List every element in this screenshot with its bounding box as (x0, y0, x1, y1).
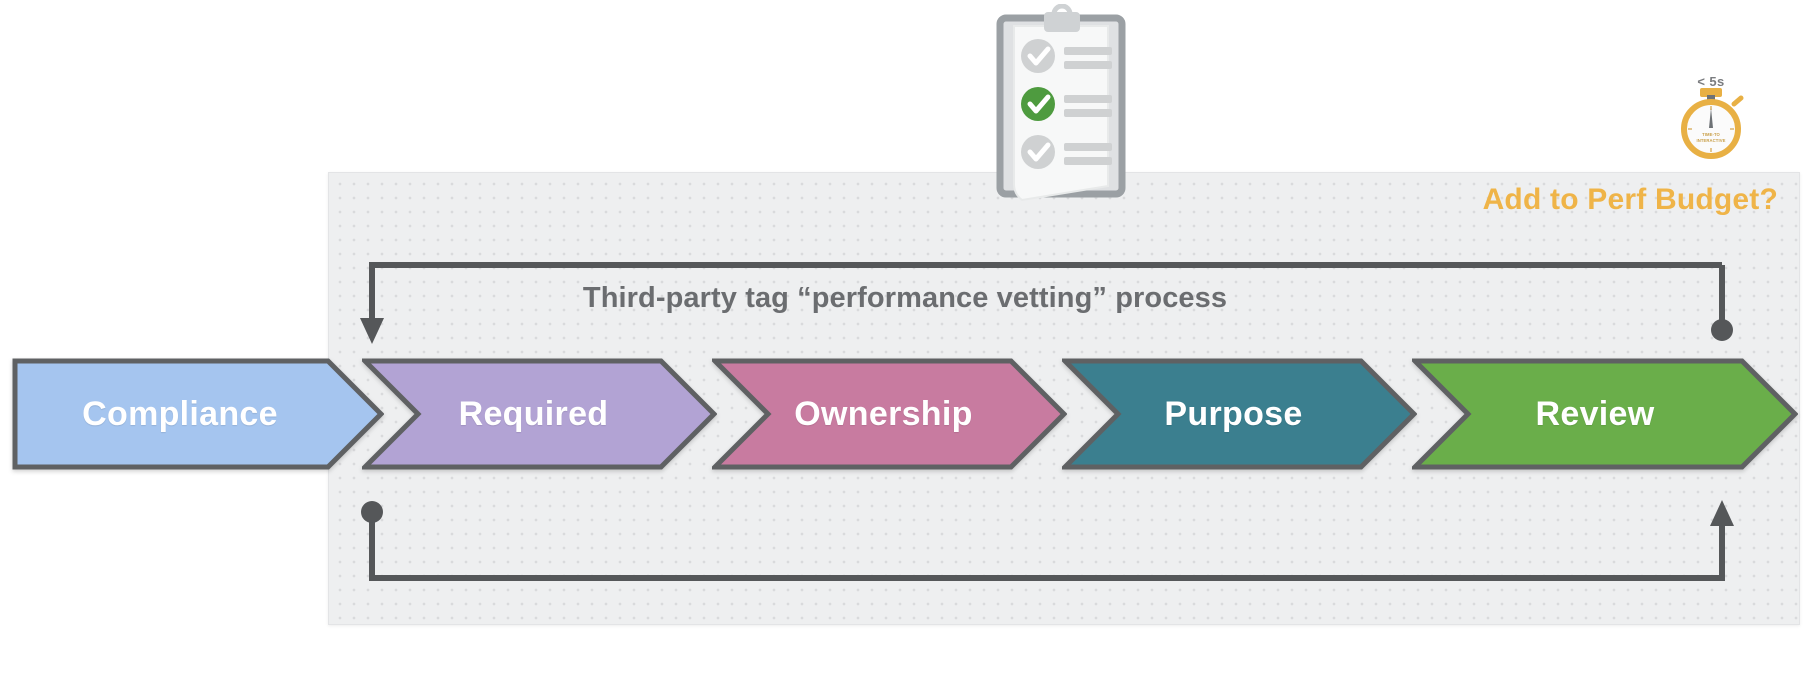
stopwatch-icon: TIME-TO INTERACTIVE (1681, 88, 1744, 159)
stage-label: Review (1535, 394, 1655, 433)
checkmark-icon (1021, 135, 1055, 169)
perf-budget-label: Add to Perf Budget? (1482, 183, 1778, 216)
stage-purpose[interactable]: Purpose (1062, 358, 1417, 470)
stage-review[interactable]: Review (1412, 358, 1798, 470)
stopwatch-label: < 5s (1697, 74, 1725, 89)
page-title: Third-party tag “performance vetting” pr… (582, 282, 1228, 314)
checkmark-icon (1021, 39, 1055, 73)
stage-label: Purpose (1164, 394, 1303, 433)
clipboard-checklist-icon (996, 4, 1126, 202)
stage-required[interactable]: Required (362, 358, 717, 470)
stage-label: Ownership (794, 394, 973, 433)
checkmark-icon-active (1021, 87, 1055, 121)
stage-compliance[interactable]: Compliance (12, 358, 384, 470)
stopwatch-dial-line2: INTERACTIVE (1696, 138, 1725, 143)
stopwatch-dial-line1: TIME-TO (1702, 132, 1720, 137)
stage-label: Compliance (82, 394, 278, 433)
stage-ownership[interactable]: Ownership (712, 358, 1067, 470)
process-stage-row: Compliance Required Ownership Purpose Re (0, 358, 1810, 470)
stage-label: Required (458, 394, 609, 433)
